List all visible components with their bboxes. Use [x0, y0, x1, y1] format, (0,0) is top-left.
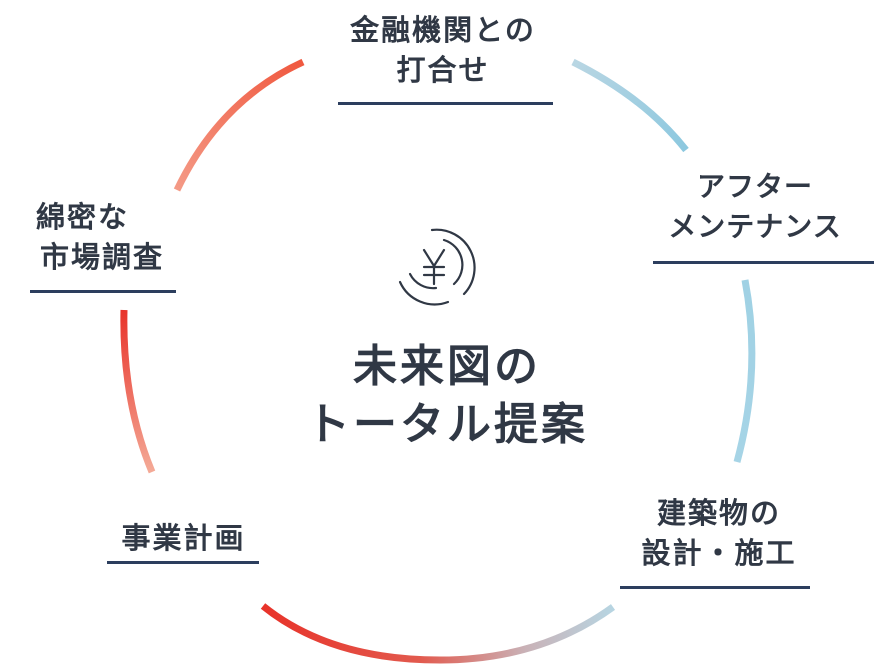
center-title: 未来図の トータル提案	[287, 338, 607, 454]
step-aftercare-underline	[653, 261, 874, 264]
step-after-maintenance: アフター メンテナンス	[636, 167, 874, 247]
step-bank-line1: 金融機関との	[350, 13, 536, 47]
center-title-line2: トータル提案	[306, 399, 588, 450]
ring-arc-bottom	[260, 603, 616, 664]
ring-arc-left	[120, 309, 156, 474]
step-build-underline	[620, 586, 810, 589]
ring-arc-top-right	[571, 58, 689, 153]
ring-arc-top-left	[173, 58, 305, 192]
step-build-line2: 設計・施工	[641, 536, 797, 570]
step-plan-underline	[107, 561, 259, 564]
center-title-line1: 未来図の	[353, 341, 541, 392]
step-business-plan: 事業計画	[96, 518, 271, 558]
step-build-line1: 建築物の	[656, 496, 781, 530]
step-design-construction: 建築物の 設計・施工	[604, 493, 834, 573]
step-aftercare-line2: メンテナンス	[668, 210, 842, 243]
step-research-line1: 綿密な	[36, 200, 130, 234]
step-research-underline	[30, 290, 176, 293]
step-plan-line1: 事業計画	[121, 521, 246, 555]
step-bank-meeting: 金融機関との 打合せ	[318, 10, 568, 90]
ring-arc-right	[733, 279, 756, 463]
step-bank-line2: 打合せ	[396, 53, 490, 87]
step-market-research: 綿密な 市場調査	[14, 197, 190, 277]
step-bank-underline	[338, 102, 553, 105]
step-research-line2: 市場調査	[39, 240, 164, 274]
step-aftercare-line1: アフター	[696, 170, 813, 203]
yen-icon	[398, 228, 476, 306]
